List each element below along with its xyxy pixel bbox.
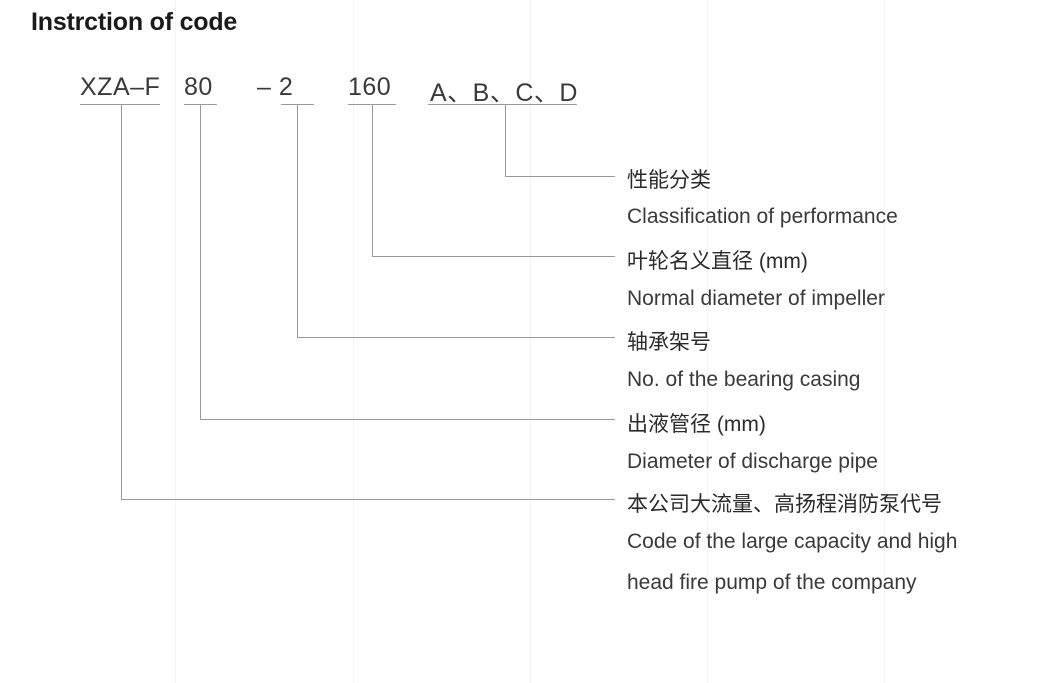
code-underline-4 <box>428 104 577 105</box>
leader-horizontal-3 <box>200 419 615 420</box>
description-en-3-0: Diameter of discharge pipe <box>627 450 878 473</box>
code-underline-0 <box>80 104 160 105</box>
description-cn-0: 性能分类 <box>627 169 711 192</box>
leader-vertical-2 <box>297 104 298 337</box>
description-en-0-0: Classification of performance <box>627 205 898 228</box>
description-cn-2: 轴承架号 <box>627 331 711 354</box>
leader-vertical-3 <box>200 104 201 419</box>
scan-band <box>353 0 354 683</box>
description-cn-4: 本公司大流量、高扬程消防泵代号 <box>627 493 942 516</box>
leader-horizontal-1 <box>372 256 615 257</box>
leader-vertical-1 <box>372 104 373 256</box>
description-en-2-0: No. of the bearing casing <box>627 368 861 391</box>
leader-horizontal-4 <box>121 499 615 500</box>
leader-horizontal-2 <box>297 337 615 338</box>
description-en-4-0: Code of the large capacity and high <box>627 530 958 553</box>
code-segment-4: A、B、C、D <box>430 79 578 107</box>
code-segment-2: – 2 <box>257 73 294 101</box>
leader-vertical-4 <box>121 104 122 499</box>
code-segment-3: 160 <box>348 73 392 101</box>
description-cn-1: 叶轮名义直径 (mm) <box>627 250 808 273</box>
description-cn-3: 出液管径 (mm) <box>627 413 766 436</box>
description-en-1-0: Normal diameter of impeller <box>627 287 885 310</box>
leader-horizontal-0 <box>505 176 615 177</box>
code-segment-0: XZA–F <box>80 73 161 101</box>
description-en-4-1: head fire pump of the company <box>627 571 917 594</box>
code-segment-1: 80 <box>184 73 213 101</box>
leader-vertical-0 <box>505 104 506 176</box>
scan-band <box>175 0 176 683</box>
page-title: Instrction of code <box>31 8 238 36</box>
